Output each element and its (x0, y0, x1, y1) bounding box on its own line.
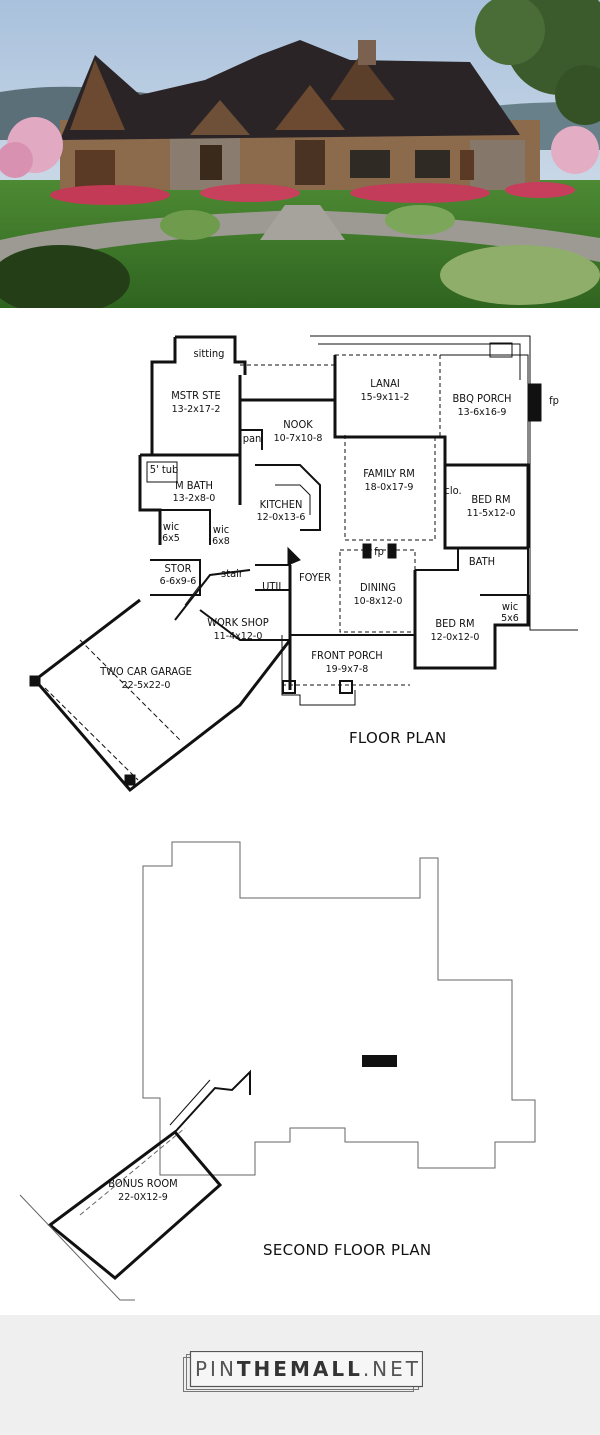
room-dims-bedroom-1: 11-5x12-0 (467, 508, 516, 519)
room-label-master-suite: MSTR STE (171, 389, 220, 402)
floor-plans: sitting MSTR STE 13-2x17-2 NOOK 10-7x10-… (0, 308, 600, 1315)
family-outline (344, 435, 436, 541)
room-label-foyer: FOYER (299, 571, 331, 584)
flower-bed (50, 185, 170, 205)
room-label-utility: UTIL (262, 580, 284, 593)
room-label-bbq-porch: BBQ PORCH (453, 392, 512, 405)
room-label-fireplace-bbq: fp (549, 394, 559, 407)
room-label-wic-3: wic (502, 600, 518, 613)
room-dims-master-suite: 13-2x17-2 (172, 404, 221, 415)
room-label-wic-1: wic (163, 520, 179, 533)
shutter (460, 150, 474, 180)
floor-plan-caption: FLOOR PLAN (349, 729, 447, 747)
room-dims-wic-1: 6x5 (162, 533, 180, 544)
chimney-block (362, 1055, 397, 1067)
room-label-closet: clo. (444, 484, 461, 497)
stair (174, 569, 251, 621)
room-label-storage: STOR (165, 562, 192, 575)
room-dims-bedroom-2: 12-0x12-0 (431, 632, 480, 643)
room-label-bedroom-2: BED RM (435, 617, 474, 630)
room-label-nook: NOOK (283, 418, 313, 431)
room-label-bedroom-1: BED RM (471, 493, 510, 506)
gable-top (330, 55, 395, 100)
wall-bedroom2 (413, 570, 530, 670)
room-label-bonus-room: BONUS ROOM (108, 1177, 177, 1190)
front-door (295, 140, 325, 185)
bonus-room-outline (47, 1129, 223, 1280)
room-dims-kitchen: 12-0x13-6 (257, 512, 306, 523)
floor-plan-drawing: sitting MSTR STE 13-2x17-2 NOOK 10-7x10-… (19, 335, 578, 1301)
room-label-workshop: WORK SHOP (207, 616, 269, 629)
room-label-garage: TWO CAR GARAGE (99, 665, 192, 678)
outline-porch (310, 335, 578, 631)
room-dims-bonus-room: 22-0X12-9 (118, 1192, 168, 1203)
shrubs (0, 245, 130, 308)
room-label-sitting: sitting (194, 347, 225, 360)
gable-entry (275, 85, 345, 130)
room-label-pantry: pan (243, 432, 262, 445)
room-label-family-room: FAMILY RM (363, 467, 415, 480)
second-floor-plan-caption: SECOND FLOOR PLAN (263, 1241, 432, 1259)
room-label-kitchen: KITCHEN (260, 498, 303, 511)
room-label-front-porch: FRONT PORCH (311, 649, 382, 662)
walkway (260, 205, 345, 240)
room-label-wic-2: wic (213, 523, 229, 536)
room-dims-family-room: 18-0x17-9 (365, 482, 414, 493)
stair-second (174, 1069, 251, 1133)
room-label-tub: 5' tub (150, 463, 179, 476)
chimney (358, 40, 376, 65)
room-label-stair: stair (221, 567, 244, 580)
house-rendering (0, 0, 600, 308)
roof-main (60, 40, 520, 140)
window (415, 150, 450, 178)
wall-core (240, 398, 530, 548)
window (350, 150, 390, 178)
window (200, 145, 222, 180)
wall-master (150, 337, 177, 455)
room-dims-workshop: 11-4x12-0 (214, 631, 263, 642)
room-dims-front-porch: 19-9x7-8 (326, 664, 369, 675)
watermark-logo: PINTHEMALL.NET (183, 1351, 423, 1393)
room-dims-nook: 10-7x10-8 (274, 433, 323, 444)
room-dims-garage: 22-5x22-0 (122, 680, 171, 691)
room-dims-dining: 10-8x12-0 (354, 596, 403, 607)
grill (489, 342, 513, 358)
room-dims-bbq-porch: 13-6x16-9 (458, 407, 507, 418)
second-floor-outline (142, 841, 536, 1176)
gable-stone (190, 100, 250, 135)
garage-outline (32, 598, 292, 793)
room-label-fireplace-dining: fp (374, 545, 384, 558)
room-label-master-bath: M BATH (175, 479, 213, 492)
room-label-lanai: LANAI (370, 377, 400, 390)
fireplace-bbq (528, 383, 542, 422)
stacked-frame-icon (183, 1351, 423, 1392)
blossom-tree-right (551, 126, 599, 174)
watermark-text: PINTHEMALL.NET (194, 1357, 421, 1381)
room-dims-storage: 6-6x9-6 (160, 576, 197, 587)
stone-wall-right (470, 140, 525, 190)
gable-left (70, 60, 125, 130)
wall-sitting (175, 335, 247, 375)
room-label-dining: DINING (360, 581, 396, 594)
room-dims-wic-3: 5x6 (501, 613, 519, 624)
tub (146, 461, 178, 483)
room-dims-lanai: 15-9x11-2 (361, 392, 410, 403)
lanai-outline (334, 354, 441, 438)
kitchen-island (255, 464, 321, 531)
room-label-bath: BATH (469, 555, 495, 568)
room-dims-master-bath: 13-2x8-0 (173, 493, 216, 504)
room-dims-wic-2: 6x8 (212, 536, 230, 547)
garage-door (75, 150, 115, 188)
house-illustration (0, 0, 600, 308)
fireplace-dining-left (362, 543, 372, 559)
